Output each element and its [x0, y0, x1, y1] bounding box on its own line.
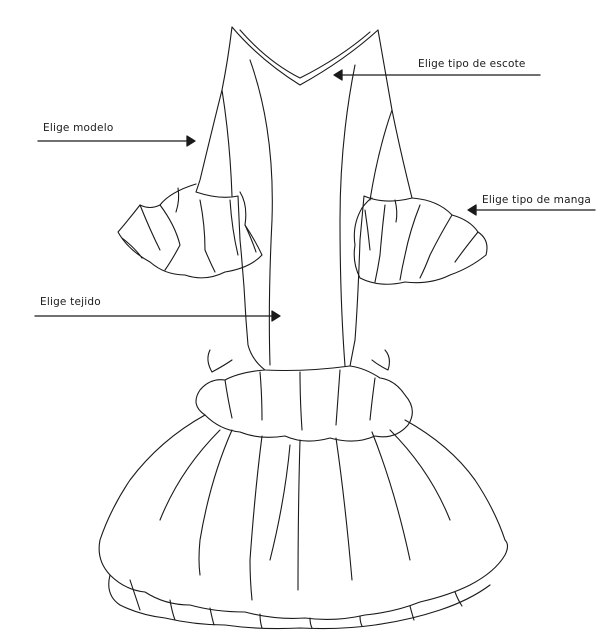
skirt	[99, 414, 506, 601]
arrow-manga	[467, 204, 596, 216]
neckline	[231, 26, 379, 86]
label-manga[interactable]: Elige tipo de manga	[482, 194, 592, 206]
label-modelo[interactable]: Elige modelo	[43, 122, 114, 134]
bodice	[195, 26, 413, 372]
label-tejido[interactable]: Elige tejido	[40, 296, 101, 308]
hem-ruffles	[98, 539, 509, 630]
hip-ruffle	[195, 349, 413, 442]
right-sleeve	[353, 197, 488, 285]
left-sleeve	[117, 183, 263, 279]
label-escote[interactable]: Elige tipo de escote	[418, 58, 526, 70]
arrow-tejido	[34, 310, 281, 322]
arrow-modelo	[37, 135, 196, 147]
arrows	[34, 69, 596, 322]
arrow-escote	[333, 69, 541, 81]
